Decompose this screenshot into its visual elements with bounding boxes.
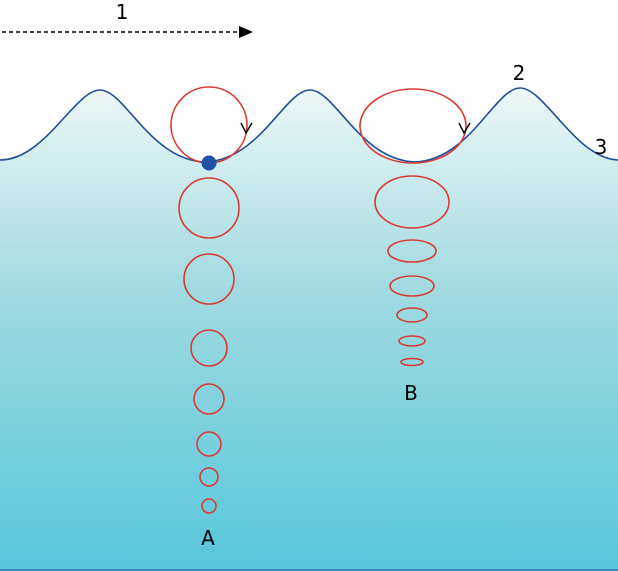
- orbit-direction-arrow-a: [240, 122, 253, 135]
- water-body: [0, 88, 618, 571]
- orbit-a2: [178, 177, 240, 239]
- water-particle-dot: [201, 155, 217, 171]
- deep-water-orbits: [170, 86, 248, 514]
- label-crest: 2: [513, 61, 526, 85]
- orbit-direction-arrow-b: [458, 122, 471, 135]
- propagation-arrow-head: [239, 26, 253, 38]
- label-propagation: 1: [116, 0, 129, 24]
- orbit-a1: [170, 86, 248, 164]
- orbit-b1: [359, 88, 467, 164]
- orbit-a4: [190, 329, 228, 367]
- label-surface: 3: [595, 135, 608, 159]
- orbit-a7: [199, 467, 219, 487]
- orbit-b6: [398, 335, 426, 347]
- orbit-a8: [201, 498, 217, 514]
- orbit-b2: [374, 175, 450, 229]
- label-shallow-water: B: [404, 381, 418, 405]
- orbit-b5: [396, 307, 428, 323]
- orbit-b4: [389, 275, 435, 297]
- wave-surface-line: [0, 87, 618, 163]
- shallow-water-orbits: [359, 88, 467, 367]
- label-deep-water: A: [201, 526, 215, 550]
- orbit-a5: [193, 383, 225, 415]
- orbit-b7: [400, 357, 424, 367]
- orbit-b3: [387, 239, 437, 263]
- orbit-a6: [196, 431, 222, 457]
- orbit-a3: [183, 253, 235, 305]
